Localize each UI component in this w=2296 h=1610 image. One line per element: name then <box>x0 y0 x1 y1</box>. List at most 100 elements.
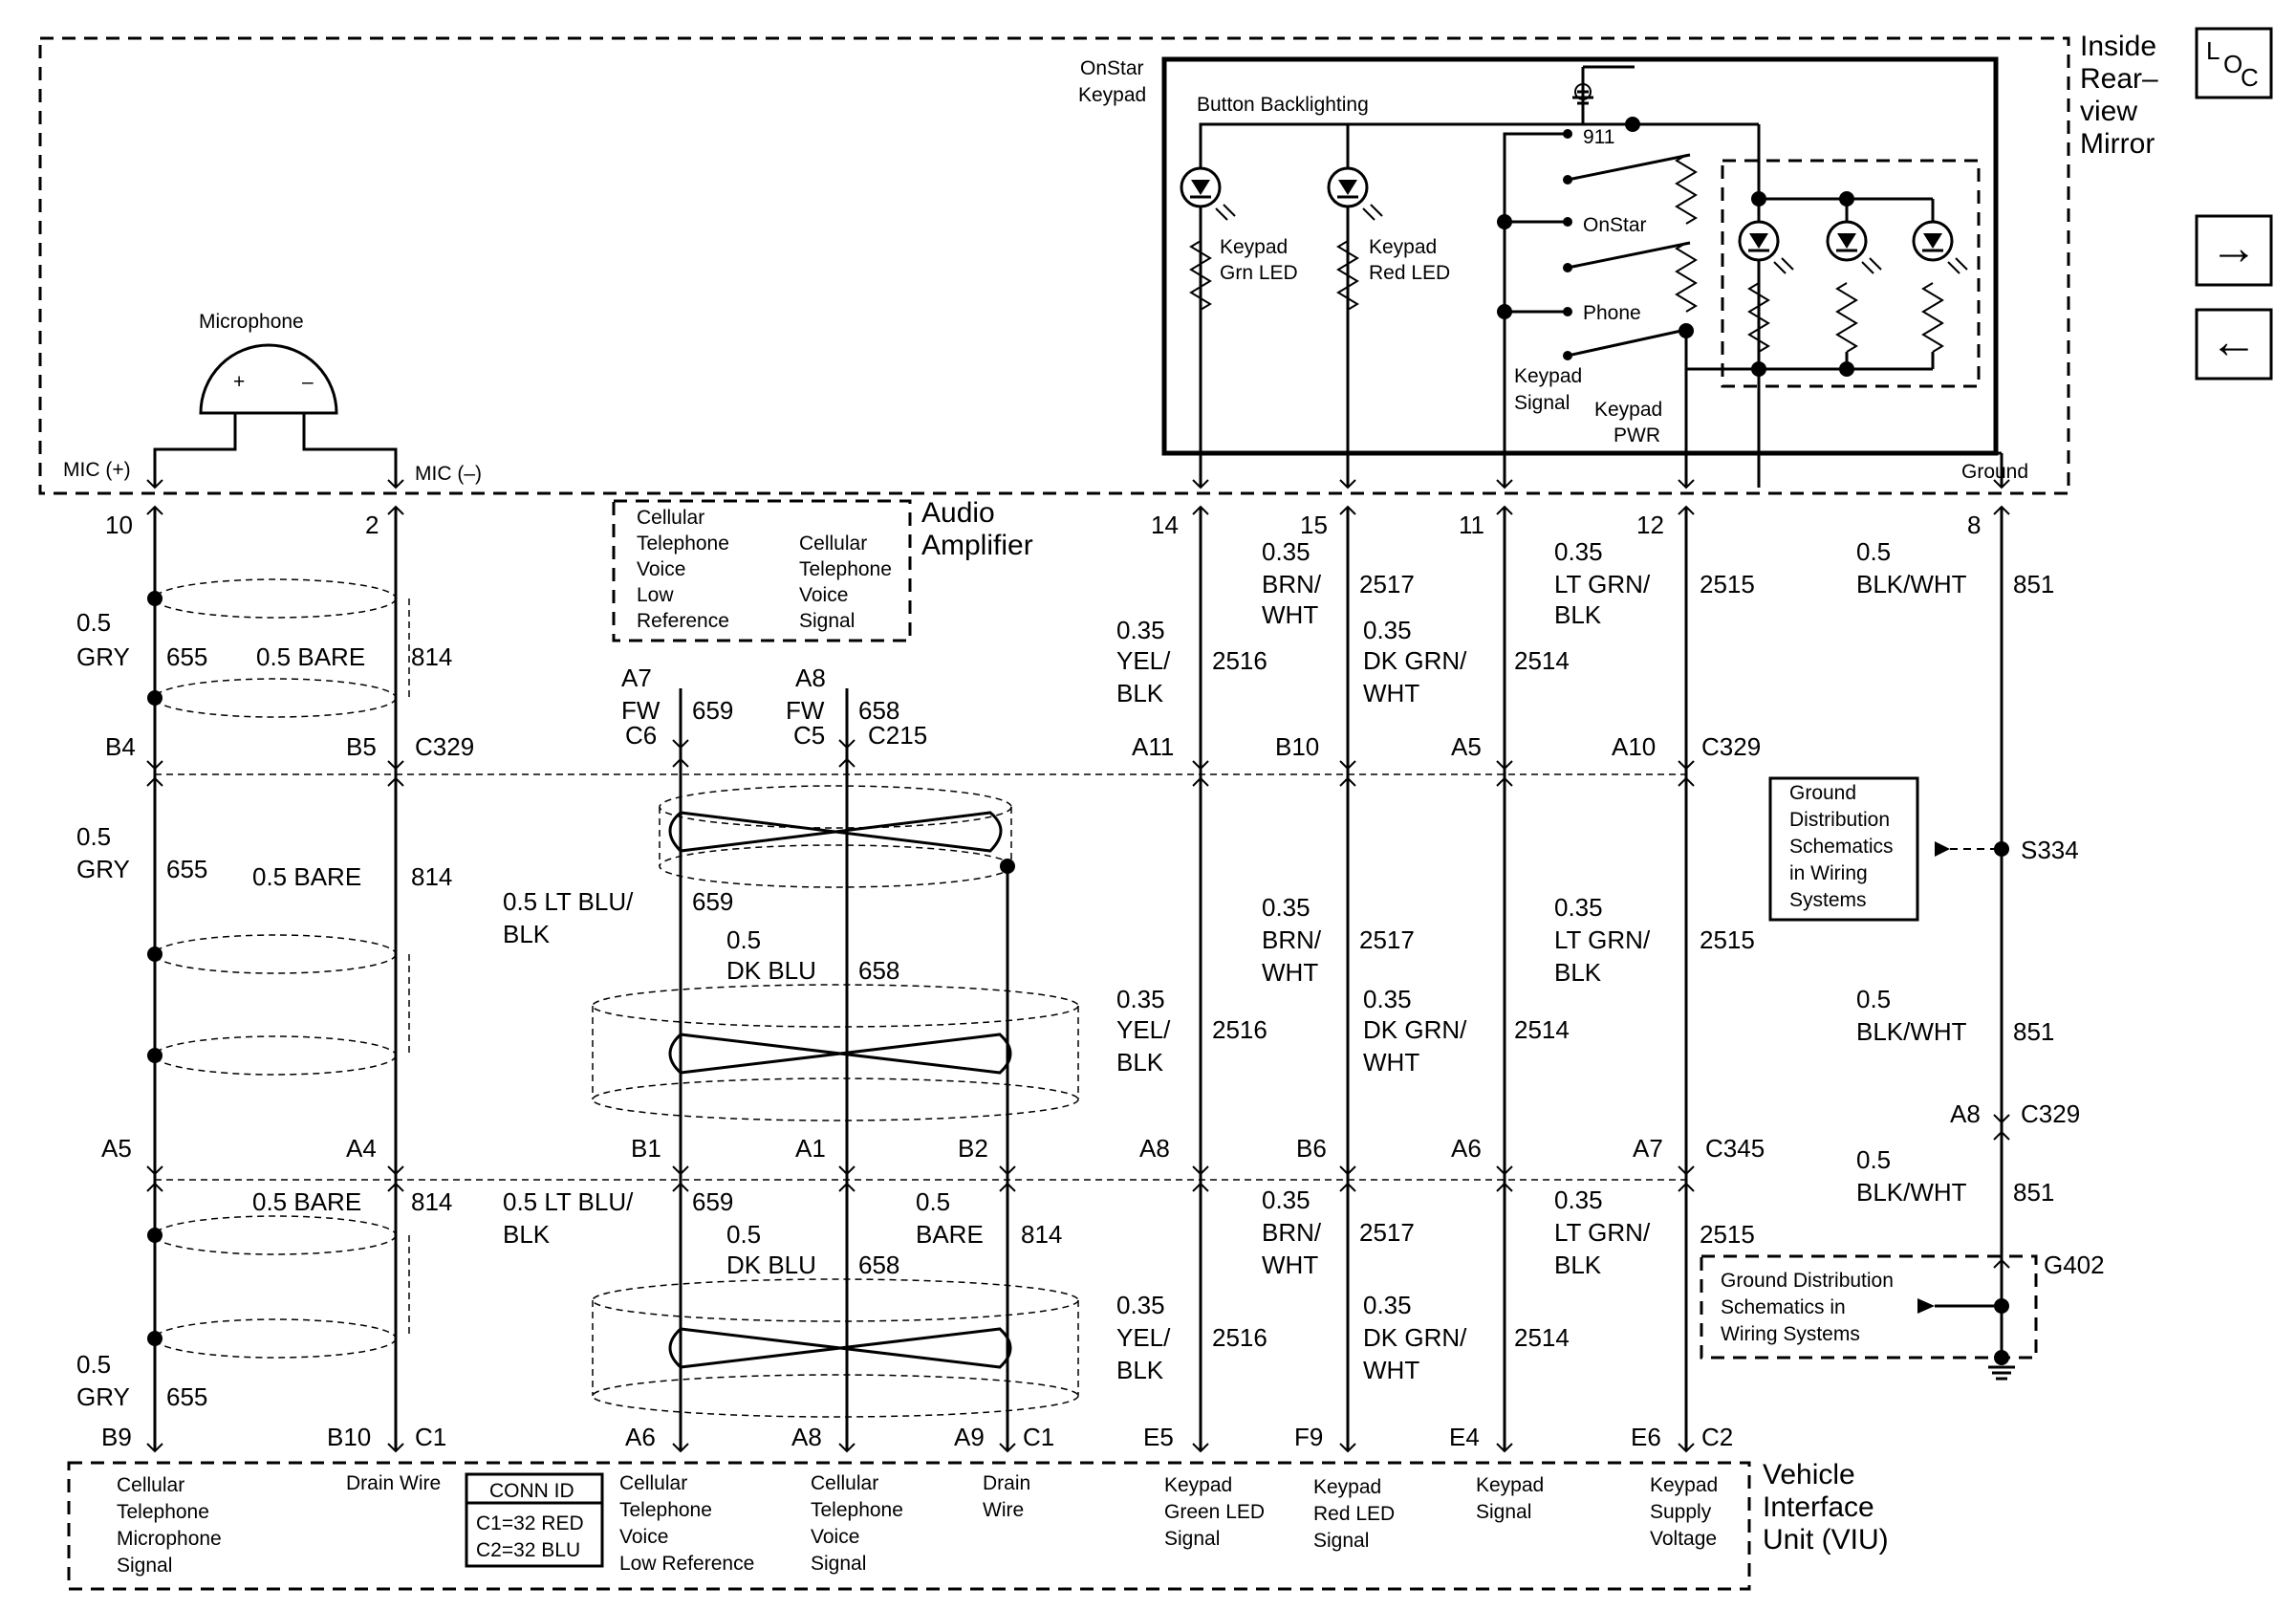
switch-onstar: OnStar <box>1563 214 1691 272</box>
diagram-label: C345 <box>1705 1134 1765 1163</box>
diagram-label: – <box>302 371 314 393</box>
diagram-label: C329 <box>415 732 474 761</box>
diagram-label: 814 <box>411 862 452 891</box>
diagram-label: 659 <box>692 1187 733 1216</box>
diagram-label: BLK <box>1116 1048 1164 1077</box>
diagram-label: 0.5 <box>1856 537 1891 566</box>
diagram-label: YEL/ <box>1116 1323 1171 1352</box>
diagram-label: C2 <box>1701 1423 1733 1451</box>
diagram-label: 0.35 <box>1262 1186 1310 1214</box>
diagram-label: A8 <box>791 1423 822 1451</box>
diagram-label: 0.5 <box>76 822 111 851</box>
diagram-label: 814 <box>1021 1220 1062 1249</box>
diagram-label: Ground <box>1961 461 2028 483</box>
diagram-label: 0.35 <box>1116 1291 1165 1319</box>
diagram-label: Supply <box>1650 1501 1712 1523</box>
diagram-label: 851 <box>2013 1017 2054 1046</box>
mirror-title-2: Rear– <box>2080 63 2158 95</box>
diagram-label: 659 <box>692 887 733 916</box>
diagram-label: Keypad <box>1164 1474 1232 1496</box>
diagram-label: C1=32 RED <box>476 1512 584 1534</box>
diagram-label: 0.5 <box>76 608 111 637</box>
diagram-label: MIC (+) <box>63 459 131 481</box>
diagram-label: 0.5 LT BLU/ <box>503 1187 634 1216</box>
pin-2: 2 <box>365 511 379 539</box>
diagram-label: Red LED <box>1313 1503 1395 1525</box>
diagram-label: FW <box>621 696 661 725</box>
diagram-label: GRY <box>76 642 130 671</box>
diagram-label: Signal <box>1164 1528 1220 1550</box>
diagram-label: A6 <box>1451 1134 1482 1163</box>
diagram-label: B9 <box>101 1423 132 1451</box>
diagram-label: Wire <box>983 1499 1024 1521</box>
diagram-label: Green LED <box>1164 1501 1265 1523</box>
diagram-label: Signal <box>799 610 855 632</box>
diagram-label: 0.5 LT BLU/ <box>503 887 634 916</box>
diagram-label: BRN/ <box>1262 1218 1322 1247</box>
mirror-title-4: Mirror <box>2080 128 2155 160</box>
diagram-label: Keypad <box>1650 1474 1718 1496</box>
diagram-label: C215 <box>868 721 927 750</box>
diagram-label: 655 <box>166 855 207 883</box>
twisted-pair-symbol <box>668 811 1003 853</box>
diagram-label: Vehicle <box>1763 1459 1855 1490</box>
diagram-label: BLK <box>503 920 551 948</box>
diagram-label: 0.5 <box>726 925 761 954</box>
diagram-label: WHT <box>1363 1356 1419 1384</box>
diagram-label: A9 <box>954 1423 985 1451</box>
diagram-label: A7 <box>621 664 652 692</box>
diagram-label: B1 <box>631 1134 661 1163</box>
diagram-label: BLK <box>503 1220 551 1249</box>
diagram-label: OnStar <box>1080 57 1144 79</box>
arrow-left-icon: ← <box>2210 315 2258 368</box>
diagram-label: DK GRN/ <box>1363 646 1467 675</box>
switch-phone: Phone <box>1563 302 1691 360</box>
diagram-label: Voltage <box>1650 1528 1717 1550</box>
diagram-label: 655 <box>166 642 207 671</box>
diagram-label: 658 <box>858 696 899 725</box>
diagram-label: Signal <box>1514 392 1570 414</box>
locator-button[interactable]: L O C <box>2195 27 2273 99</box>
diagram-label: WHT <box>1363 679 1419 707</box>
diagram-label: Amplifier <box>921 530 1033 561</box>
diagram-label: Microphone <box>117 1528 222 1550</box>
diagram-label: 814 <box>411 1187 452 1216</box>
diagram-label: 2514 <box>1514 1015 1570 1044</box>
diagram-label: C329 <box>1701 732 1761 761</box>
diagram-label: Cellular <box>619 1472 687 1494</box>
viu-boundary <box>67 1461 1751 1591</box>
diagram-label: BARE <box>916 1220 984 1249</box>
diagram-label: DK BLU <box>726 956 816 985</box>
diagram-label: 814 <box>411 642 452 671</box>
pin-14: 14 <box>1151 511 1179 539</box>
diagram-label: WHT <box>1262 600 1318 629</box>
diagram-label: Unit (VIU) <box>1763 1524 1889 1556</box>
diagram-label: 2514 <box>1514 1323 1570 1352</box>
diagram-label: Cellular <box>811 1472 878 1494</box>
diagram-label: WHT <box>1363 1048 1419 1077</box>
diagram-label: Phone <box>1583 302 1641 324</box>
diagram-label: FW <box>786 696 825 725</box>
mirror-title-1: Inside <box>2080 31 2156 62</box>
diagram-label: GRY <box>76 1382 130 1411</box>
diagram-label: Wiring Systems <box>1721 1323 1860 1345</box>
diagram-label: A6 <box>625 1423 656 1451</box>
diagram-label: B5 <box>346 732 377 761</box>
previous-page-button[interactable]: ← <box>2195 308 2273 381</box>
diagram-label: Voice <box>811 1526 859 1548</box>
diagram-label: Keypad <box>1078 84 1146 106</box>
diagram-label: Grn LED <box>1220 262 1298 284</box>
diagram-label: 658 <box>858 1251 899 1279</box>
keypad-box <box>1161 56 1999 456</box>
diagram-label: 0.35 <box>1363 616 1412 644</box>
next-page-button[interactable]: → <box>2195 214 2273 287</box>
diagram-label: 911 <box>1583 126 1614 148</box>
diagram-label: GRY <box>76 855 130 883</box>
diagram-label: WHT <box>1262 1251 1318 1279</box>
diagram-label: 0.5 <box>916 1187 950 1216</box>
diagram-label: 2516 <box>1212 1323 1267 1352</box>
diagram-label: 0.5 BARE <box>252 1187 361 1216</box>
diagram-label: 0.35 <box>1116 616 1165 644</box>
diagram-label: 0.35 <box>1363 985 1412 1013</box>
